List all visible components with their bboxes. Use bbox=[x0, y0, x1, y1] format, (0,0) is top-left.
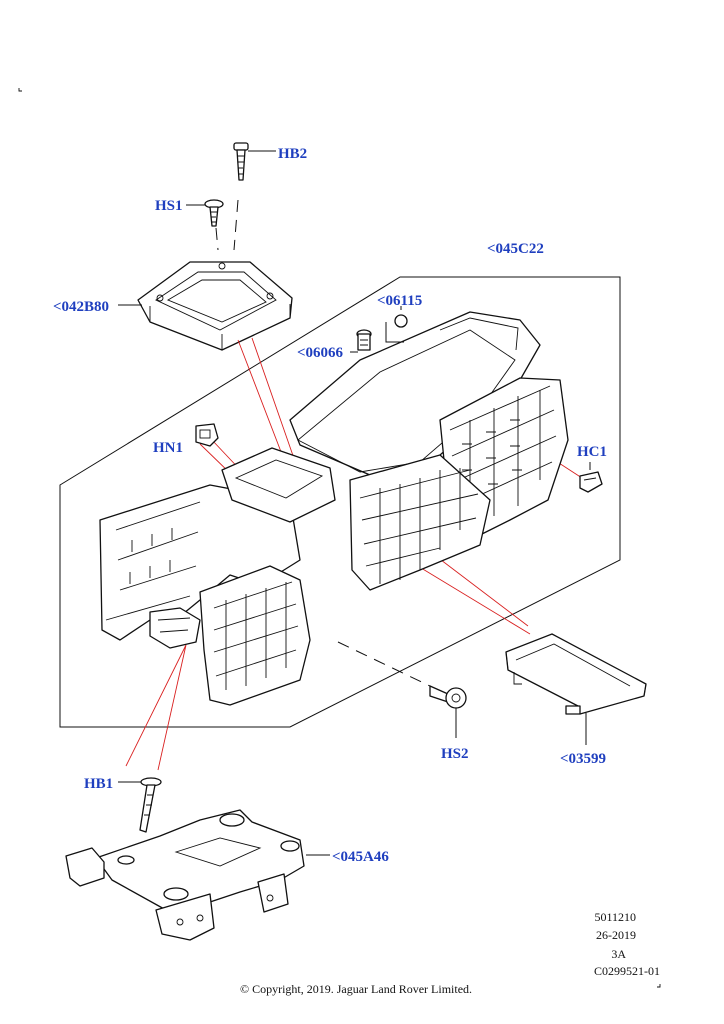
bolt-hs2 bbox=[429, 685, 467, 738]
callout-045c22: <045C22 bbox=[487, 241, 544, 257]
callout-hb2: HB2 bbox=[278, 146, 307, 162]
bolt-hb2 bbox=[233, 142, 276, 181]
callout-hb1: HB1 bbox=[84, 776, 113, 792]
corner-mark-top-left bbox=[18, 88, 22, 92]
clip-hc1 bbox=[579, 462, 603, 493]
meta-line-2: 26-2019 bbox=[596, 928, 636, 942]
leader-red-bracket bbox=[237, 337, 299, 471]
meta-line-4: C0299521-01 bbox=[594, 964, 660, 978]
cover-plate-03599 bbox=[505, 633, 647, 745]
callout-hs1: HS1 bbox=[155, 198, 183, 214]
clip-06115 bbox=[385, 306, 408, 343]
hs1-axis bbox=[215, 227, 219, 251]
console-framework bbox=[99, 311, 569, 706]
hs2-axis bbox=[337, 641, 431, 687]
bracket-042b80 bbox=[118, 261, 293, 351]
mounting-bracket-045a46 bbox=[65, 809, 330, 941]
leader-red-hb1 bbox=[125, 644, 187, 771]
assembly-frame bbox=[59, 276, 621, 728]
bolt-hb1 bbox=[118, 777, 162, 833]
corner-mark-bottom-right bbox=[657, 984, 661, 988]
callout-hn1: HN1 bbox=[153, 440, 183, 456]
meta-line-1: 5011210 bbox=[594, 910, 636, 924]
callout-06066: <06066 bbox=[297, 345, 344, 361]
connector-06066 bbox=[350, 329, 372, 353]
callout-042b80: <042B80 bbox=[53, 299, 109, 315]
callout-hc1: HC1 bbox=[577, 444, 607, 460]
callout-06115: <06115 bbox=[377, 293, 422, 309]
meta-line-3: 3A bbox=[611, 947, 626, 961]
callout-045a46: <045A46 bbox=[332, 849, 389, 865]
callout-hs2: HS2 bbox=[441, 746, 469, 762]
callout-03599: <03599 bbox=[560, 751, 606, 767]
hb2-axis bbox=[233, 199, 239, 251]
screw-hs1 bbox=[186, 199, 224, 227]
nut-hn1 bbox=[195, 423, 219, 447]
copyright-text: © Copyright, 2019. Jaguar Land Rover Lim… bbox=[240, 982, 472, 996]
